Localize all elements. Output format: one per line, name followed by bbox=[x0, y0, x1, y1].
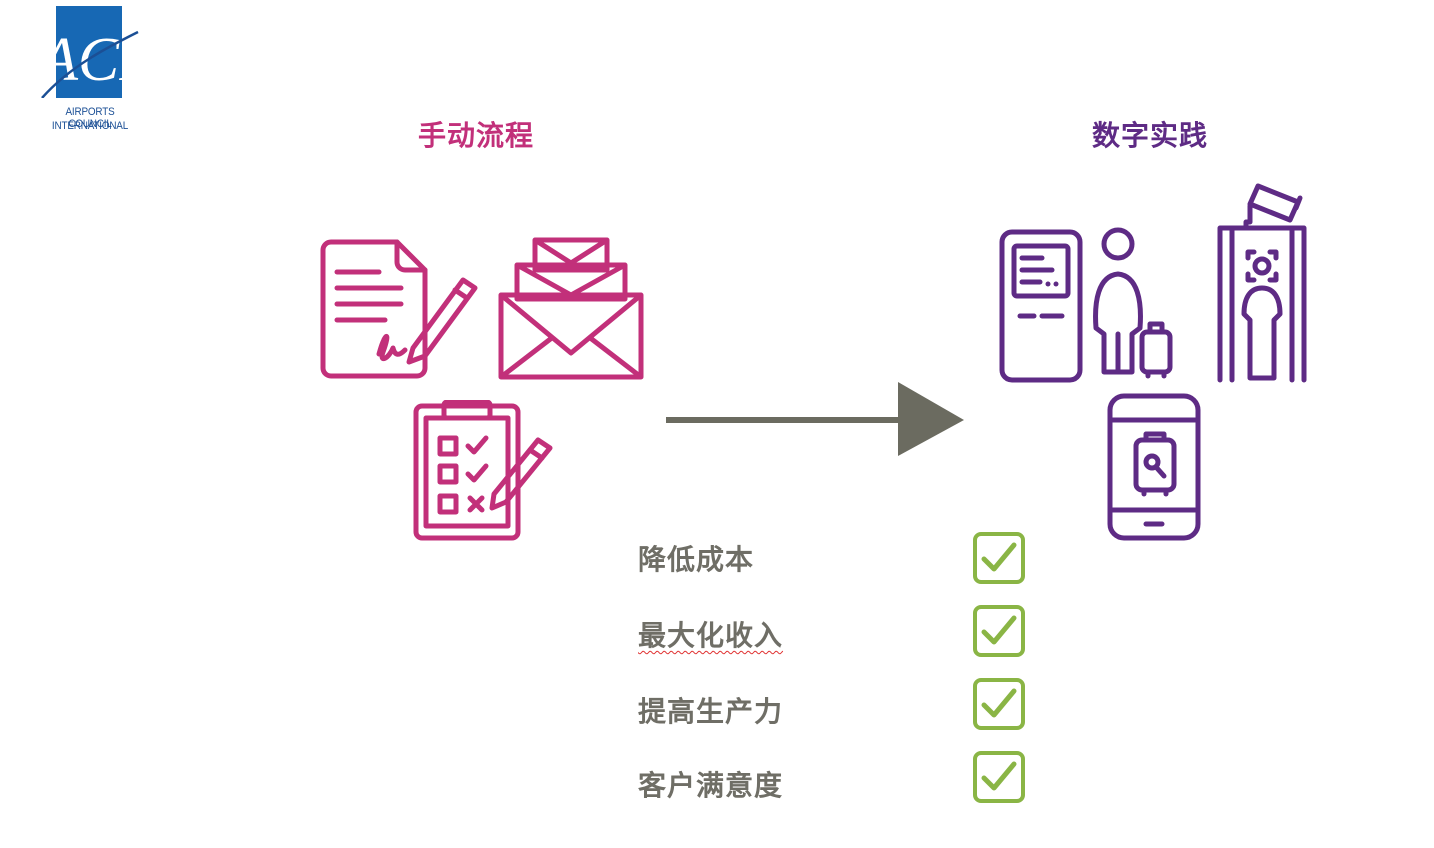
benefit-reduce-cost: 降低成本 bbox=[638, 543, 755, 576]
checklist-clipboard-icon bbox=[413, 400, 553, 541]
traveler-with-luggage-icon bbox=[1093, 227, 1173, 379]
envelopes-icon bbox=[498, 237, 644, 380]
heading-digital-practice: 数字实践 bbox=[1092, 119, 1209, 152]
logo-line1: AIRPORTS COUNCIL bbox=[65, 106, 115, 130]
benefit-improve-productivity: 提高生产力 bbox=[638, 695, 784, 728]
aci-logo: ACI AIRPORTS COUNCIL INTERNATIONAL bbox=[40, 6, 140, 136]
checkbox-checked-icon bbox=[973, 751, 1025, 803]
aci-logo-icon: ACI bbox=[40, 26, 140, 98]
checkbox-checked-icon bbox=[973, 678, 1025, 730]
signed-document-icon bbox=[320, 239, 478, 379]
transition-arrow-icon bbox=[666, 382, 964, 456]
aci-logo-mark: ACI bbox=[40, 6, 140, 98]
heading-manual-process: 手动流程 bbox=[418, 119, 535, 152]
benefit-customer-satisfaction: 客户满意度 bbox=[638, 769, 784, 802]
kiosk-icon bbox=[999, 229, 1083, 383]
checkbox-checked-icon bbox=[973, 532, 1025, 584]
security-camera-icon bbox=[1247, 183, 1301, 223]
face-recognition-gate-icon bbox=[1217, 183, 1307, 383]
mobile-baggage-app-icon bbox=[1107, 393, 1201, 541]
logo-line2: INTERNATIONAL bbox=[51, 120, 129, 132]
benefit-maximize-revenue: 最大化收入 bbox=[638, 619, 784, 652]
checkbox-checked-icon bbox=[973, 605, 1025, 657]
